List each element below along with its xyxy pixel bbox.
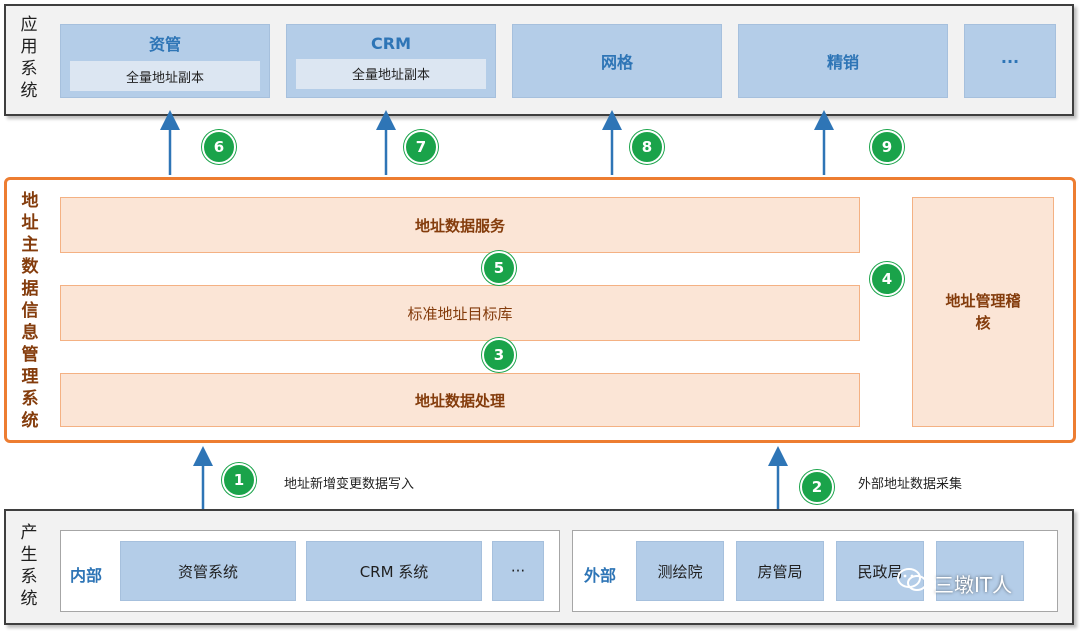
internal-item-ziguan[interactable]: 资管系统 bbox=[120, 541, 296, 601]
app-box-ziguan[interactable]: 资管 全量地址副本 bbox=[60, 24, 270, 98]
standard-address-target-db[interactable]: 标准地址目标库 bbox=[60, 285, 860, 341]
app-box-title: 资管 bbox=[148, 35, 181, 54]
production-layer-label: 产生系统 bbox=[20, 523, 38, 609]
external-item-survey[interactable]: 测绘院 bbox=[636, 541, 724, 601]
internal-item-more[interactable]: ··· bbox=[492, 541, 544, 601]
step-2-caption: 外部地址数据采集 bbox=[858, 477, 963, 492]
mdm-label: 地址主数据信息管理系统 bbox=[21, 191, 39, 431]
address-data-processing[interactable]: 地址数据处理 bbox=[60, 373, 860, 427]
app-box-sub: 全量地址副本 bbox=[70, 61, 260, 91]
watermark-text: 三墩IT人 bbox=[934, 573, 1013, 597]
external-item-housing[interactable]: 房管局 bbox=[736, 541, 824, 601]
address-audit[interactable]: 地址管理稽核 bbox=[912, 197, 1054, 427]
app-box-more[interactable]: ··· bbox=[964, 24, 1056, 98]
app-box-grid[interactable]: 网格 bbox=[512, 24, 722, 98]
app-box-title: ··· bbox=[1000, 51, 1020, 71]
step-4-badge: 4 bbox=[870, 262, 904, 296]
app-box-title: 网格 bbox=[600, 53, 633, 72]
step-5-badge: 5 bbox=[482, 251, 516, 285]
external-item-civil[interactable]: 民政局 bbox=[836, 541, 924, 601]
step-1-caption: 地址新增变更数据写入 bbox=[284, 477, 415, 492]
app-box-sub: 全量地址副本 bbox=[296, 58, 486, 89]
wechat-icon bbox=[897, 568, 927, 591]
internal-label: 内部 bbox=[70, 566, 103, 585]
address-data-service[interactable]: 地址数据服务 bbox=[60, 197, 860, 253]
step-3-badge: 3 bbox=[482, 338, 516, 372]
app-box-title: CRM bbox=[371, 33, 411, 53]
app-box-crm[interactable]: CRM 全量地址副本 bbox=[286, 24, 496, 98]
step-9-badge: 9 bbox=[870, 130, 904, 164]
step-1-badge: 1 bbox=[222, 463, 256, 497]
step-8-badge: 8 bbox=[630, 130, 664, 164]
external-item-extra[interactable] bbox=[936, 541, 1024, 601]
step-2-badge: 2 bbox=[800, 470, 834, 504]
internal-item-crm[interactable]: CRM 系统 bbox=[306, 541, 482, 601]
app-box-sales[interactable]: 精销 bbox=[738, 24, 948, 98]
step-7-badge: 7 bbox=[404, 130, 438, 164]
step-6-badge: 6 bbox=[202, 130, 236, 164]
app-box-title: 精销 bbox=[826, 53, 859, 72]
app-layer-label: 应用系统 bbox=[20, 15, 38, 101]
external-label: 外部 bbox=[584, 566, 617, 585]
